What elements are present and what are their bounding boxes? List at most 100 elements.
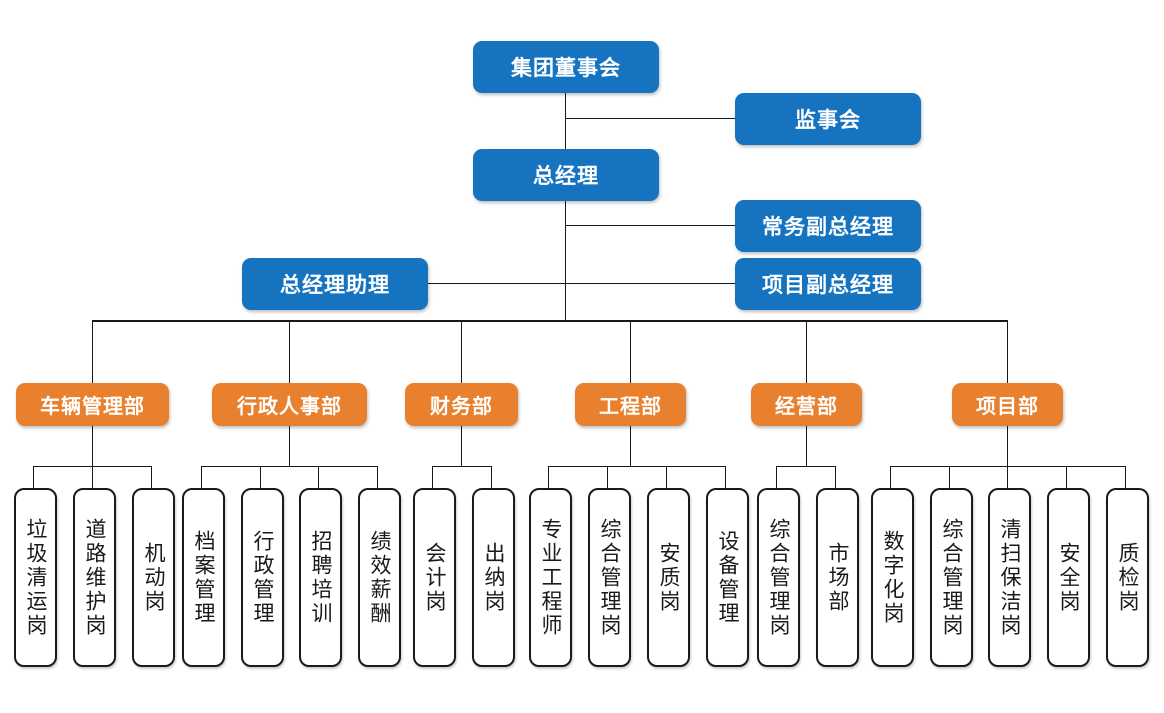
leafdrop-vm-3 xyxy=(151,466,152,488)
node-position-marketing[interactable]: 市场部 xyxy=(816,488,859,667)
connector-bus-to-operations xyxy=(806,320,807,383)
node-department-finance[interactable]: 财务部 xyxy=(405,383,518,426)
connector-finance-down xyxy=(461,425,462,466)
node-position-label: 清扫保洁岗 xyxy=(998,517,1021,638)
node-project-deputy-gm-label: 项目副总经理 xyxy=(762,274,894,297)
node-supervisory-board-label: 监事会 xyxy=(795,109,861,132)
node-position-cashier[interactable]: 出纳岗 xyxy=(472,488,515,667)
leafdrop-hr-1 xyxy=(201,466,202,488)
node-position-label: 数字化岗 xyxy=(881,529,904,626)
leafdrop-fin-1 xyxy=(432,466,433,488)
node-department-finance-label: 财务部 xyxy=(430,396,493,418)
leafdrop-hr-3 xyxy=(318,466,319,488)
node-supervisory-board[interactable]: 监事会 xyxy=(735,93,921,145)
node-department-operations-label: 经营部 xyxy=(775,396,838,418)
node-position-label: 综合管理岗 xyxy=(767,517,790,638)
node-department-project[interactable]: 项目部 xyxy=(952,383,1063,426)
leafbus-finance xyxy=(432,466,491,467)
node-department-admin-hr-label: 行政人事部 xyxy=(237,396,342,418)
node-position-label: 会计岗 xyxy=(423,541,446,614)
node-gm-assistant[interactable]: 总经理助理 xyxy=(242,258,428,310)
node-position-label: 安质岗 xyxy=(657,541,680,614)
node-department-engineering[interactable]: 工程部 xyxy=(575,383,686,426)
node-position-label: 综合管理岗 xyxy=(940,517,963,638)
node-position-digitalization[interactable]: 数字化岗 xyxy=(871,488,914,667)
connector-board-to-supervisory xyxy=(565,118,735,119)
node-position-label: 招聘培训 xyxy=(309,529,332,626)
connector-vehicle-management-down xyxy=(92,425,93,466)
leafdrop-fin-2 xyxy=(491,466,492,488)
connector-operations-down xyxy=(806,425,807,466)
node-position-label: 设备管理 xyxy=(716,529,739,626)
node-position-project-general-management[interactable]: 综合管理岗 xyxy=(930,488,973,667)
leafdrop-ops-2 xyxy=(835,466,836,488)
node-general-manager-label: 总经理 xyxy=(533,165,599,188)
connector-bus-to-finance xyxy=(461,320,462,383)
leafdrop-proj-2 xyxy=(949,466,950,488)
connector-bus-to-project xyxy=(1007,320,1008,383)
node-department-operations[interactable]: 经营部 xyxy=(751,383,862,426)
node-position-safety[interactable]: 安全岗 xyxy=(1047,488,1090,667)
leafdrop-eng-2 xyxy=(607,466,608,488)
node-position-label: 综合管理岗 xyxy=(598,517,621,638)
leafdrop-proj-4 xyxy=(1066,466,1067,488)
node-position-quality-inspection[interactable]: 质检岗 xyxy=(1106,488,1149,667)
node-position-administrative-management[interactable]: 行政管理 xyxy=(241,488,284,667)
connector-bus-to-admin-hr xyxy=(289,320,290,383)
connector-project-down xyxy=(1007,425,1008,466)
node-position-flexible-duty[interactable]: 机动岗 xyxy=(132,488,175,667)
node-position-label: 行政管理 xyxy=(251,529,274,626)
node-position-safety-quality[interactable]: 安质岗 xyxy=(647,488,690,667)
node-position-cleaning-sanitation[interactable]: 清扫保洁岗 xyxy=(988,488,1031,667)
node-position-engineering-general-management[interactable]: 综合管理岗 xyxy=(588,488,631,667)
node-board-label: 集团董事会 xyxy=(511,57,621,80)
connector-admin-hr-down xyxy=(289,425,290,466)
node-position-label: 质检岗 xyxy=(1116,541,1139,614)
node-position-garbage-transport[interactable]: 垃圾清运岗 xyxy=(14,488,57,667)
node-gm-assistant-label: 总经理助理 xyxy=(280,274,390,297)
node-board[interactable]: 集团董事会 xyxy=(473,41,659,93)
leafdrop-eng-4 xyxy=(725,466,726,488)
leafbus-operations xyxy=(776,466,835,467)
node-position-archive-management[interactable]: 档案管理 xyxy=(182,488,225,667)
node-position-accounting[interactable]: 会计岗 xyxy=(413,488,456,667)
node-position-label: 绩效薪酬 xyxy=(368,529,391,626)
node-department-vehicle-management-label: 车辆管理部 xyxy=(40,396,145,418)
connector-engineering-down xyxy=(630,425,631,466)
node-executive-deputy-gm-label: 常务副总经理 xyxy=(762,216,894,239)
node-position-professional-engineer[interactable]: 专业工程师 xyxy=(529,488,572,667)
node-department-vehicle-management[interactable]: 车辆管理部 xyxy=(16,383,169,426)
connector-bus-to-vehicle-management xyxy=(92,320,93,383)
leafdrop-proj-1 xyxy=(890,466,891,488)
leafdrop-proj-5 xyxy=(1125,466,1126,488)
node-position-equipment-management[interactable]: 设备管理 xyxy=(706,488,749,667)
node-position-label: 道路维护岗 xyxy=(83,517,106,638)
node-position-label: 市场部 xyxy=(826,541,849,614)
connector-bus-to-engineering xyxy=(630,320,631,383)
leafdrop-vm-2 xyxy=(92,466,93,488)
node-position-recruitment-training[interactable]: 招聘培训 xyxy=(299,488,342,667)
connector-gm-to-exec-deputy xyxy=(565,225,735,226)
leafdrop-eng-1 xyxy=(548,466,549,488)
node-executive-deputy-gm[interactable]: 常务副总经理 xyxy=(735,200,921,252)
node-project-deputy-gm[interactable]: 项目副总经理 xyxy=(735,258,921,310)
leafbus-engineering xyxy=(548,466,725,467)
node-general-manager[interactable]: 总经理 xyxy=(473,149,659,201)
leafbus-admin-hr xyxy=(201,466,377,467)
node-department-admin-hr[interactable]: 行政人事部 xyxy=(212,383,367,426)
leafdrop-hr-2 xyxy=(260,466,261,488)
node-position-label: 安全岗 xyxy=(1057,541,1080,614)
node-position-operations-general-management[interactable]: 综合管理岗 xyxy=(757,488,800,667)
connector-board-to-gm xyxy=(565,92,566,150)
connector-gm-to-assistant-and-project-deputy xyxy=(427,283,735,284)
node-position-label: 出纳岗 xyxy=(482,541,505,614)
node-position-road-maintenance[interactable]: 道路维护岗 xyxy=(73,488,116,667)
leafdrop-proj-3 xyxy=(1007,466,1008,488)
leafdrop-vm-1 xyxy=(33,466,34,488)
leafdrop-eng-3 xyxy=(666,466,667,488)
node-position-label: 专业工程师 xyxy=(539,517,562,638)
node-position-label: 垃圾清运岗 xyxy=(24,517,47,638)
node-position-performance-compensation[interactable]: 绩效薪酬 xyxy=(358,488,401,667)
leafdrop-ops-1 xyxy=(776,466,777,488)
